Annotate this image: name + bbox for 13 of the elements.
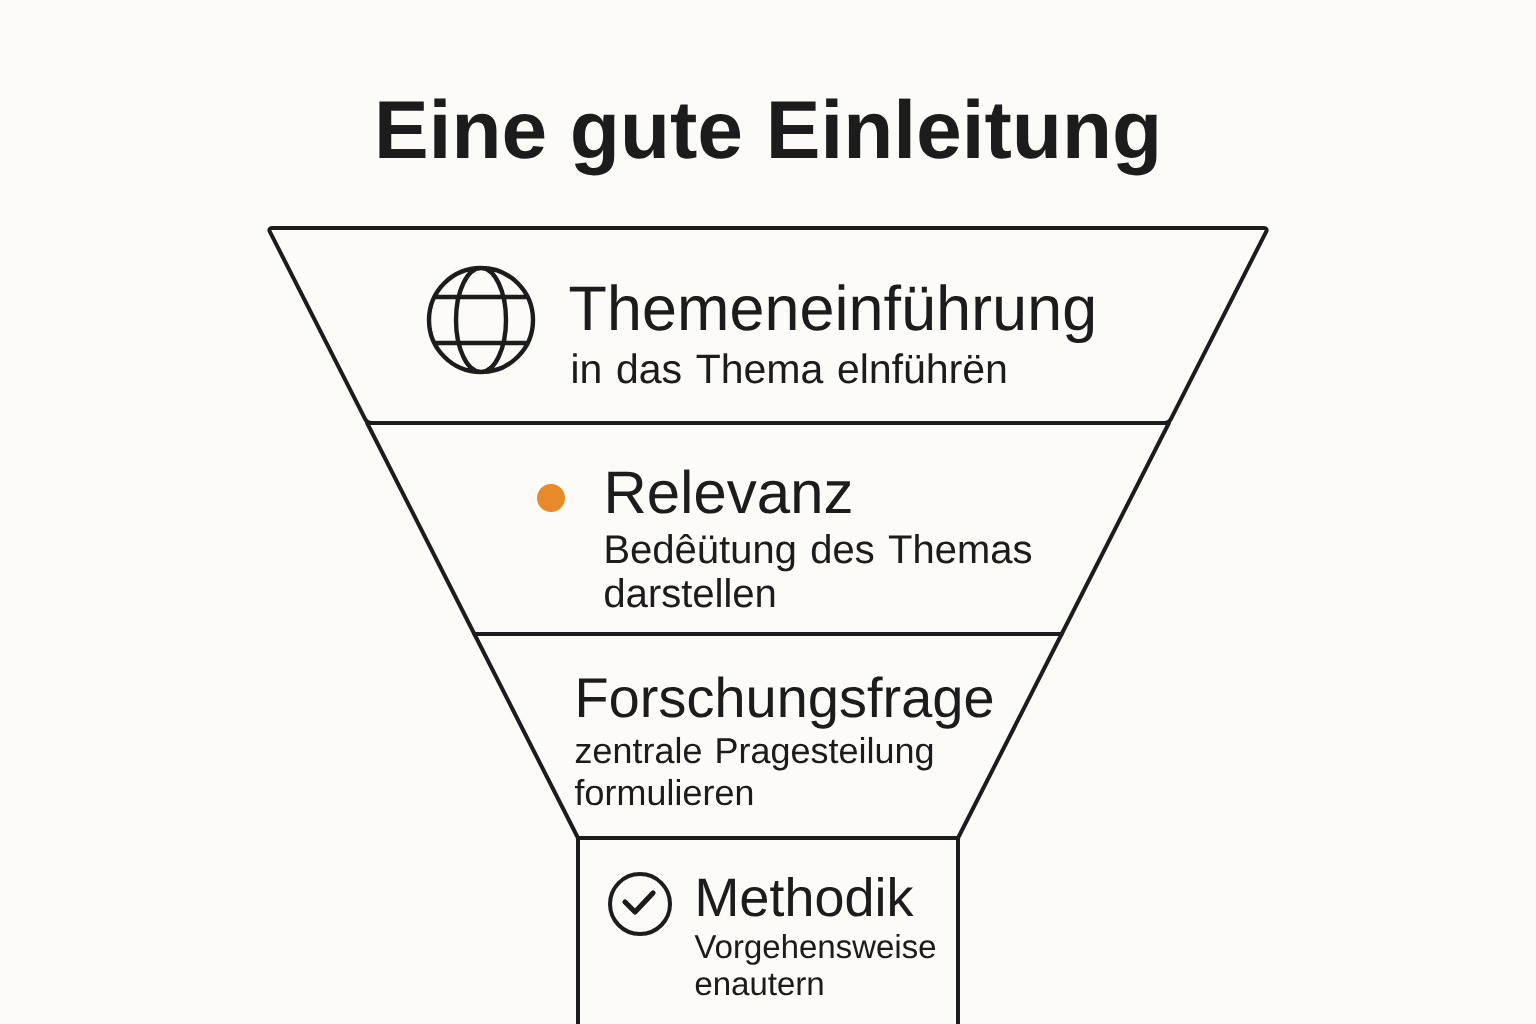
stage-heading: Relevanz — [608, 469, 851, 514]
stage-heading: Forschungsfrage — [579, 676, 993, 729]
funnel-stage — [472, 632, 1064, 840]
stage-description: Bedêütung des Themas darstellen — [605, 533, 1032, 608]
stage-description: in das Thema elnführën — [573, 353, 1006, 384]
stage-description: zentrale Pragesteilung formulieren — [574, 736, 933, 806]
funnel-stage — [267, 226, 1269, 425]
funnel-stage — [365, 421, 1171, 636]
stage-heading: Methodik — [698, 876, 914, 917]
stage-description: Vorgehensweise enautern — [694, 934, 936, 996]
stage-heading: Themeneinführung — [569, 284, 1094, 344]
title: Eine gute Einleitung — [379, 98, 1157, 176]
funnel-stage — [576, 836, 960, 1024]
